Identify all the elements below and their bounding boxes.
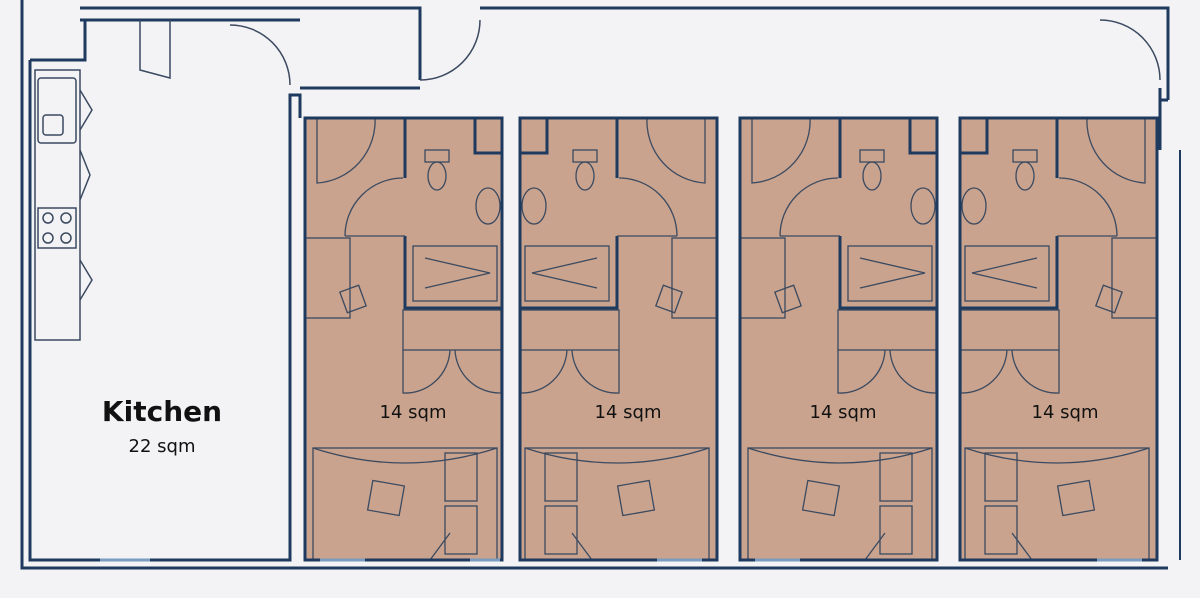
room-wall (958, 116, 1159, 562)
kitchen-wall (28, 60, 302, 562)
pillow-icon (444, 452, 478, 502)
room-2 (518, 116, 719, 562)
bathroom-door-swing (1057, 177, 1118, 237)
entrance-door-swing (751, 117, 811, 184)
wardrobe-doors (960, 349, 1060, 394)
hob-icon (37, 207, 77, 249)
shower-drain-line (531, 257, 598, 289)
room-4-area: 14 sqm (1031, 402, 1099, 423)
shower-tray-icon (847, 245, 933, 302)
pillow-icon (879, 452, 913, 502)
bed-sheet (964, 447, 1150, 561)
chair-icon (774, 284, 802, 314)
toilet-icon (427, 161, 447, 191)
outer-wall (20, 0, 1168, 570)
shower-drain-line (859, 257, 926, 289)
bed-sheet (312, 447, 498, 561)
pillow-icon (879, 505, 913, 555)
chair-icon (655, 284, 683, 314)
cabinet-doors (79, 89, 93, 301)
entrance-door-swing (316, 117, 376, 184)
shower-drain-line (971, 257, 1038, 289)
toilet-icon (1015, 161, 1035, 191)
toilet-icon (862, 161, 882, 191)
shower-tray-icon (964, 245, 1050, 302)
pillow-icon (544, 452, 578, 502)
cushion-icon (1056, 479, 1096, 517)
pillow-icon (444, 505, 478, 555)
shower-tray-icon (524, 245, 610, 302)
pillow-icon (984, 505, 1018, 555)
shower-tray-icon (412, 245, 498, 302)
wardrobe-doors (837, 349, 937, 394)
corridor-wall-right (1158, 88, 1168, 150)
sink-icon (910, 187, 936, 225)
kitchen-fixtures (34, 19, 1161, 562)
walls (20, 0, 1181, 570)
chair-icon (339, 284, 367, 314)
sink-basin (42, 114, 64, 136)
kitchen-sink-icon (37, 77, 77, 144)
bed-sheet (747, 447, 933, 561)
pillow-icon (984, 452, 1018, 502)
room-1-area: 14 sqm (379, 402, 447, 423)
sink-icon (521, 187, 547, 225)
kitchen-counter (34, 69, 81, 341)
bathroom-door-swing (344, 177, 405, 237)
room-wall (518, 116, 719, 562)
wardrobe-doors (520, 349, 620, 394)
top-inner-wall (30, 18, 300, 62)
corridor-door-swing (1099, 19, 1161, 81)
top-wall (80, 6, 1170, 100)
cushion-icon (366, 479, 406, 517)
room-3-area: 14 sqm (809, 402, 877, 423)
room-4 (958, 116, 1159, 562)
room-2-area: 14 sqm (594, 402, 662, 423)
rooms-layer (303, 116, 1159, 562)
room-1 (303, 116, 504, 562)
shower-drain-line (424, 257, 491, 289)
kitchen-cabinet (139, 20, 171, 79)
wardrobe-doors (402, 349, 502, 394)
toilet-icon (575, 161, 595, 191)
room-wall (738, 116, 939, 562)
kitchen-door-swing (229, 24, 291, 86)
entrance-door-swing (419, 19, 481, 81)
kitchen-area: 22 sqm (128, 436, 196, 457)
bed-sheet (524, 447, 710, 561)
entrance-door-swing (646, 117, 706, 184)
bathroom-door-swing (617, 177, 678, 237)
sink-icon (475, 187, 501, 225)
chair-icon (1095, 284, 1123, 314)
cushion-icon (801, 479, 841, 517)
pillow-icon (544, 505, 578, 555)
bathroom-door-swing (779, 177, 840, 237)
room-3 (738, 116, 939, 562)
kitchen-label: Kitchen (101, 395, 223, 428)
room-wall (303, 116, 504, 562)
entrance-door-swing (1086, 117, 1146, 184)
sink-icon (961, 187, 987, 225)
cushion-icon (616, 479, 656, 517)
